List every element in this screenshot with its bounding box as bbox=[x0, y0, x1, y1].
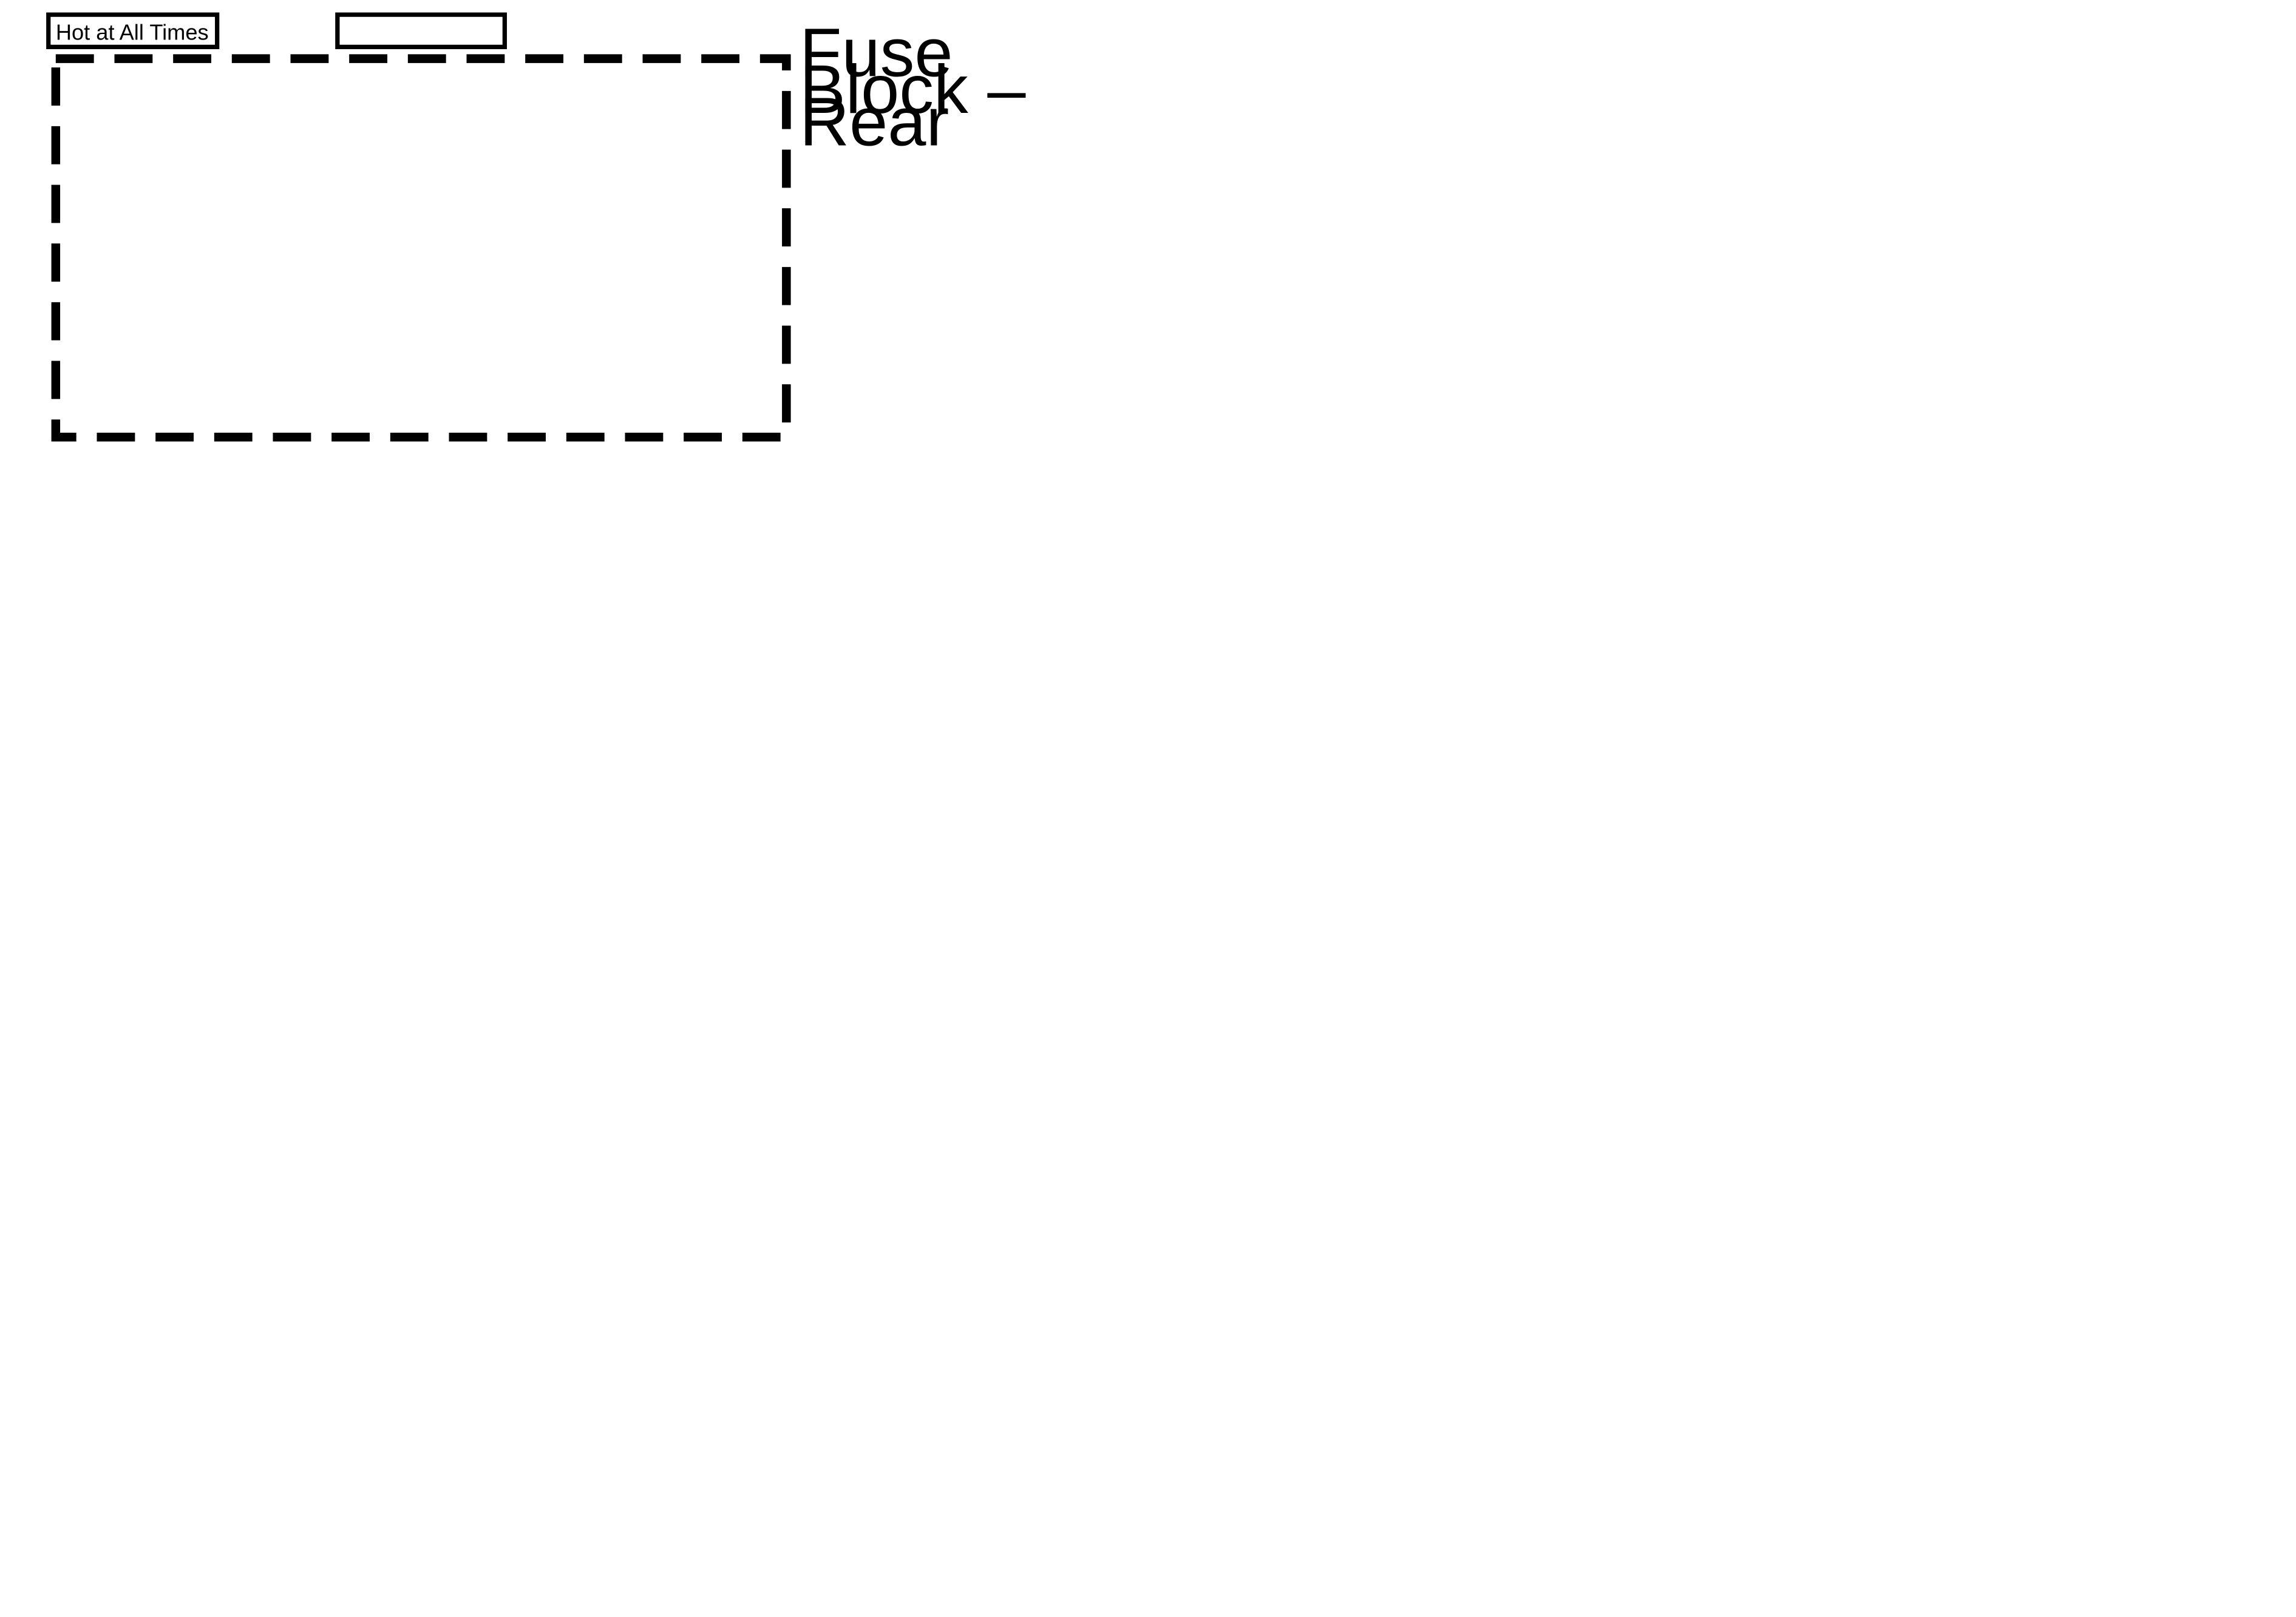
fuse-block-title-3: Rear bbox=[800, 83, 949, 160]
fuse-block-title-1: Fuse bbox=[800, 15, 953, 92]
fuse-block-title-2: Block – bbox=[800, 51, 1026, 128]
hot-at-all-times-label: Hot at All Times bbox=[56, 19, 209, 44]
fuse-block-rear: Hot at All Times Fuse Block – Rear bbox=[46, 12, 1026, 442]
